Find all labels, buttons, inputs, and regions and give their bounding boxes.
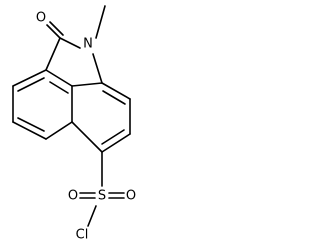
bond-carbonyl-c-c2a: [45, 37, 61, 71]
bond-c2a-c3-inner: [17, 77, 45, 92]
bond-c7-c6-inner: [101, 129, 125, 145]
atom-label-chlorine: Cl: [76, 228, 89, 243]
atom-label-sulfonyl-oxygen-left: O: [68, 189, 78, 204]
bond-c7-c6: [101, 133, 131, 153]
bond-carbonyl-double-1: [46, 24, 61, 39]
bond-c8a-c8: [101, 82, 131, 100]
bond-c8a-c8-inner: [102, 90, 126, 105]
bond-c8b-c8a: [71, 82, 103, 87]
atom-label-sulfur: S: [98, 189, 106, 204]
bond-s-cl: [87, 205, 97, 227]
bond-c8b-c2a-inner: [49, 81, 69, 94]
atom-label-carbonyl-oxygen: O: [36, 11, 46, 26]
atom-label-ring-nitrogen: N: [83, 37, 93, 52]
chemical-structure-diagram: O N S O O Cl: [12, 5, 136, 243]
bond-c8b-c2a: [45, 69, 73, 87]
bond-c4-c5: [12, 121, 47, 140]
bond-c5-c5a: [45, 121, 73, 140]
bond-c4-c5-inner: [17, 117, 45, 132]
atom-label-sulfonyl-oxygen-right: O: [126, 189, 136, 204]
bond-c6-c5a: [71, 121, 103, 153]
bond-carbonyl-c-n: [59, 37, 81, 49]
bond-carbonyl-double-2: [49, 21, 64, 36]
bond-n-methyl: [95, 5, 106, 39]
bond-n-c8a: [92, 53, 103, 84]
bond-c2a-c3: [12, 69, 47, 87]
